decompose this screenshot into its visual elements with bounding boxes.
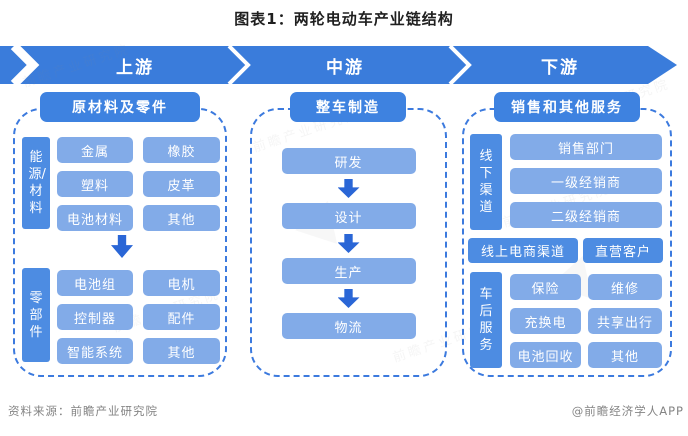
material-item: 皮革 xyxy=(143,171,220,197)
flow-step: 研发 xyxy=(281,148,416,174)
service-item: 保险 xyxy=(510,274,581,300)
side-label-text: 线下渠道 xyxy=(479,149,493,215)
banner-arrow-shape xyxy=(0,42,677,88)
side-label-after-sales: 车后服务 xyxy=(470,272,502,368)
channel-item: 销售部门 xyxy=(510,134,662,160)
upstream-materials-grid: 金属 橡胶 塑料 皮革 电池材料 其他 xyxy=(57,137,220,231)
chain-stage-banner xyxy=(0,42,688,88)
service-item: 电池回收 xyxy=(510,342,581,368)
down-arrow-icon xyxy=(337,234,360,253)
stage-label-midstream: 中游 xyxy=(326,58,364,78)
downstream-header: 销售和其他服务 xyxy=(494,92,640,122)
flow-step: 物流 xyxy=(281,313,416,339)
side-label-components: 零部件 xyxy=(22,268,50,362)
page-title: 图表1：两轮电动车产业链结构 xyxy=(234,10,454,28)
side-label-text: 能源/材料 xyxy=(28,150,46,216)
service-item: 维修 xyxy=(588,274,662,300)
side-label-text: 零部件 xyxy=(29,290,43,340)
material-item: 塑料 xyxy=(57,171,133,197)
material-item: 金属 xyxy=(57,137,133,163)
side-label-text: 车后服务 xyxy=(479,287,493,353)
component-item: 电机 xyxy=(143,270,220,296)
material-item: 橡胶 xyxy=(143,137,220,163)
channel-item: 一级经销商 xyxy=(510,168,662,194)
stage-label-upstream: 上游 xyxy=(116,58,154,78)
offline-channel-list: 销售部门 一级经销商 二级经销商 xyxy=(510,134,662,228)
source-note: 资料来源：前瞻产业研究院 xyxy=(8,404,158,418)
midstream-header: 整车制造 xyxy=(290,92,406,122)
stage-label-downstream: 下游 xyxy=(541,58,579,78)
component-item: 电池组 xyxy=(57,270,133,296)
upstream-components-grid: 电池组 电机 控制器 配件 智能系统 其他 xyxy=(57,270,220,364)
component-item: 其他 xyxy=(143,338,220,364)
down-arrow-icon xyxy=(337,179,360,198)
after-sales-grid: 保险 维修 充换电 共享出行 电池回收 其他 xyxy=(510,274,662,368)
channel-item: 二级经销商 xyxy=(510,202,662,228)
upstream-header: 原材料及零件 xyxy=(40,92,200,122)
down-arrow-icon xyxy=(337,289,360,308)
midstream-flow: 研发 设计 生产 物流 xyxy=(250,148,447,339)
component-item: 智能系统 xyxy=(57,338,133,364)
service-item: 其他 xyxy=(588,342,662,368)
flow-step: 生产 xyxy=(281,258,416,284)
side-label-offline-channel: 线下渠道 xyxy=(470,134,502,230)
flow-step: 设计 xyxy=(281,203,416,229)
side-label-energy-materials: 能源/材料 xyxy=(22,137,50,229)
component-item: 控制器 xyxy=(57,304,133,330)
material-item: 电池材料 xyxy=(57,205,133,231)
material-item: 其他 xyxy=(143,205,220,231)
online-ecommerce-channel: 线上电商渠道 xyxy=(468,238,578,263)
service-item: 共享出行 xyxy=(588,308,662,334)
service-item: 充换电 xyxy=(510,308,581,334)
direct-customers: 直营客户 xyxy=(583,238,663,263)
credit-note: @前瞻经济学人APP xyxy=(571,404,684,418)
component-item: 配件 xyxy=(143,304,220,330)
